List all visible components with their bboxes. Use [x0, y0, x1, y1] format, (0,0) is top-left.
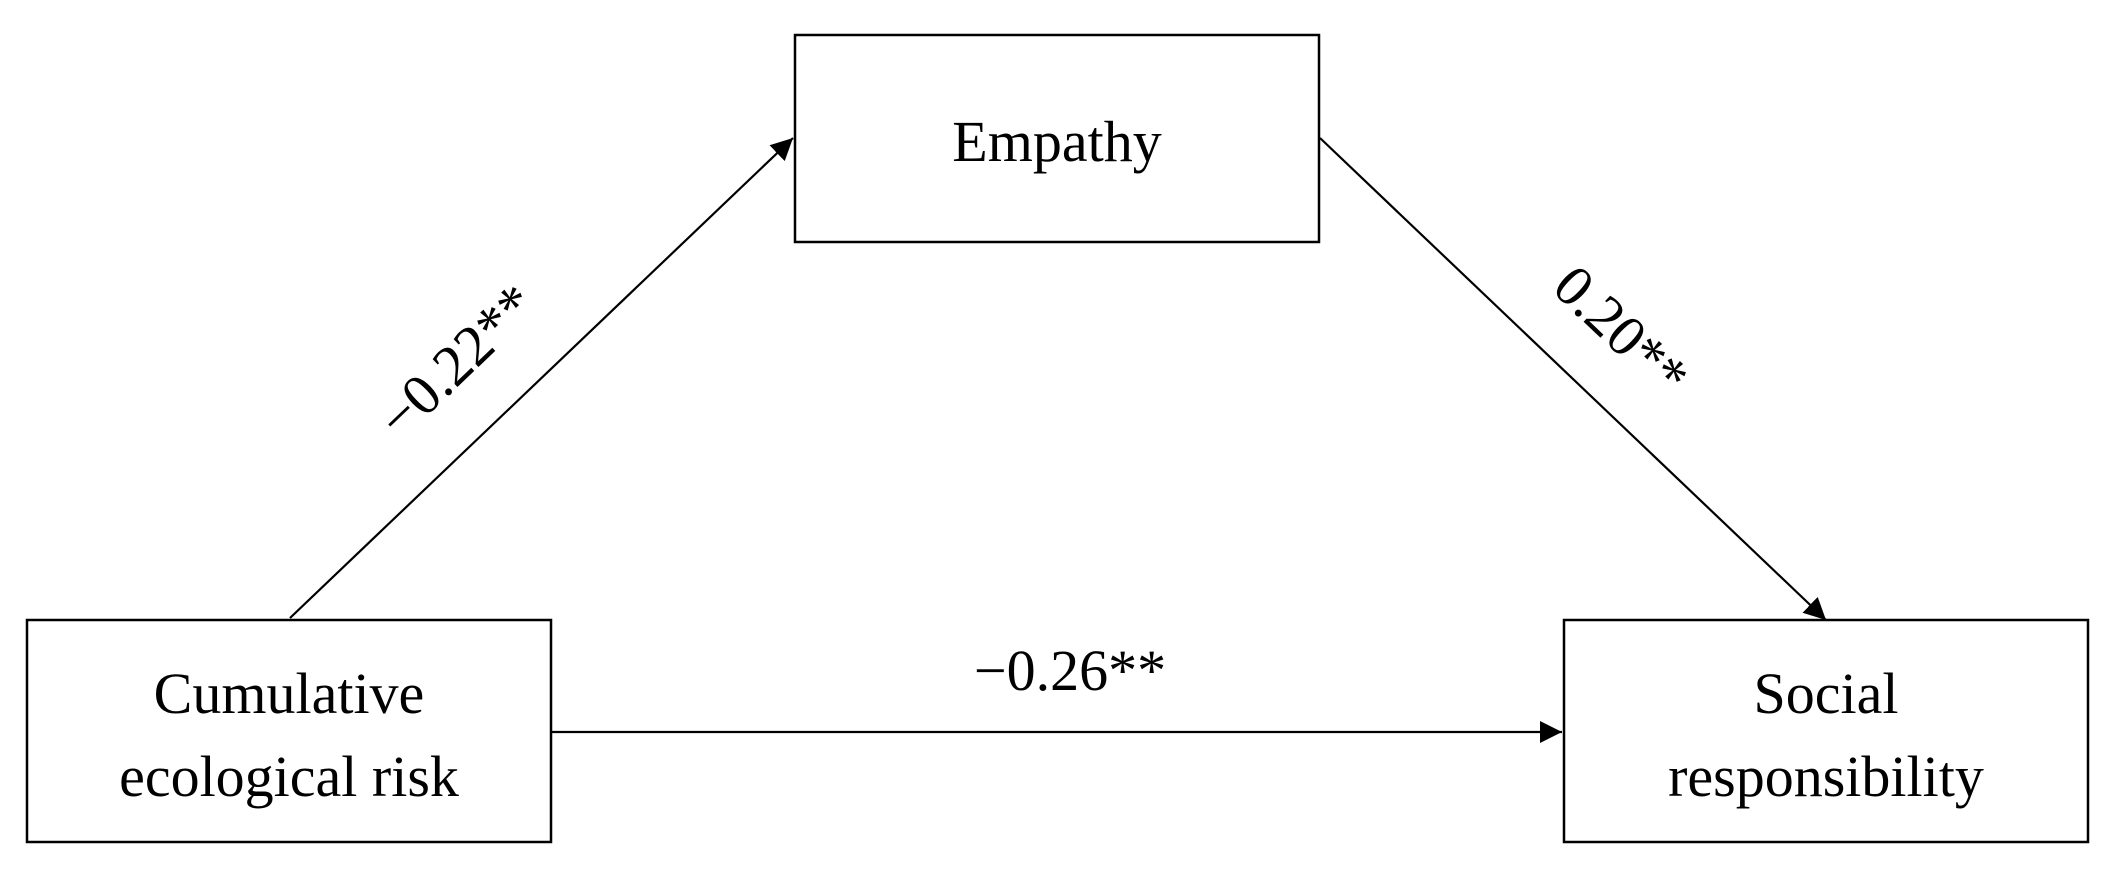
label-risk-to-empathy: −0.22** — [365, 271, 549, 451]
node-cumulative-ecological-risk-box — [25, 618, 553, 844]
node-cumulative-ecological-risk-line-1: Cumulative — [154, 661, 425, 726]
label-risk-to-responsibility: −0.26** — [974, 638, 1166, 703]
node-empathy-box — [793, 33, 1321, 244]
node-social-responsibility-line-2: responsibility — [1668, 744, 1984, 809]
arrow-empathy-to-responsibility — [1319, 137, 1827, 621]
arrow-risk-to-empathy — [289, 137, 794, 619]
node-cumulative-ecological-risk: Cumulative ecological risk — [25, 618, 553, 844]
node-empathy-label: Empathy — [952, 109, 1161, 174]
node-social-responsibility: Social responsibility — [1562, 618, 2090, 844]
node-social-responsibility-line-1: Social — [1754, 661, 1899, 726]
label-empathy-to-responsibility: 0.20** — [1541, 252, 1701, 409]
node-cumulative-ecological-risk-line-2: ecological risk — [119, 744, 459, 809]
node-social-responsibility-box — [1562, 618, 2090, 844]
node-empathy: Empathy — [793, 33, 1321, 244]
